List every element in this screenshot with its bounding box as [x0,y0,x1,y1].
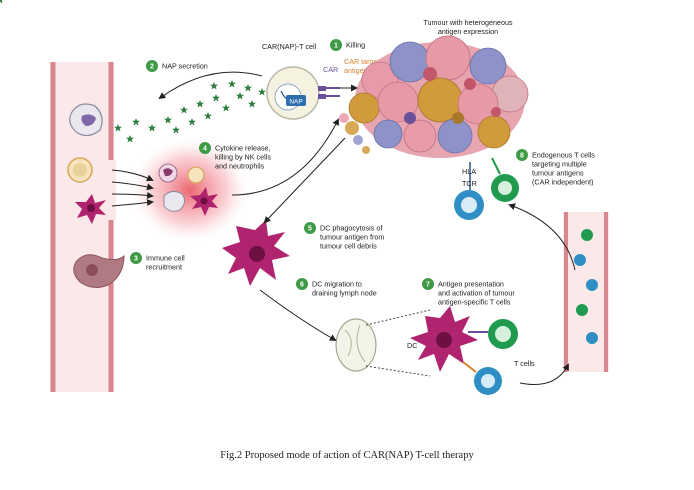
car-label: CAR [323,65,338,74]
lymph-node [335,318,377,372]
step-3-text-line: Immune cell [146,254,185,263]
nap-protein-stars [0,0,266,143]
vessel-dc-precursor-cell [75,194,106,224]
step-4: 4 Cytokine release,killing by NK cellsand… [199,142,271,171]
dc-label: DC [407,341,417,350]
t-cell-trafficking-arrow [508,203,576,271]
activated-t-cells [462,319,518,395]
step-3-text-line: recruitment [146,263,182,272]
step-1-badge [330,39,342,51]
recruitment-arrows [111,169,154,207]
step-5-number: 5 [308,226,312,233]
t-cell-exit-arrow [519,363,569,385]
tcr-label: TCR [462,179,477,188]
recruited-dc-cell [190,187,218,216]
step-7-number: 7 [426,282,430,289]
recruited-neutrophil [187,166,205,184]
tumour-mass [339,35,529,158]
t-cells-label: T cells [514,359,535,368]
step-2-text-line: NAP secretion [162,62,208,71]
step-4-text-line: and neutrophils [215,162,265,171]
step-7-text-line: Antigen presentation [438,280,504,289]
step-8-text-line: Endogenous T cells [532,151,595,160]
step-8-number: 8 [520,153,524,160]
lymph-node-zoom-lines [365,309,431,377]
car-nap-t-cell-label: CAR(NAP)-T cell [262,42,317,51]
step-5-text-line: DC phagocytosis of [320,224,382,233]
step-6-text-line: DC migration to [312,280,362,289]
cytokine-to-tumour-arrow [231,118,339,196]
step-5-text-line: tumour cell debris [320,242,377,251]
step-4-number: 4 [203,146,207,153]
inflammation-glow [128,135,252,245]
step-1-number: 1 [334,43,338,50]
antigen-uptake-arrow [263,137,346,224]
tumour-label-1: Tumour with heterogeneous [423,18,513,27]
dc-antigen-presentation [410,306,478,372]
car-nap-t-cell: NAP [266,66,340,120]
step-1: 1 Killing [330,39,365,51]
recruited-nk-cell [158,163,178,183]
car-target-antigen-label-1: CAR target [344,57,380,66]
step-8-text-line: targeting multiple [532,160,587,169]
step-8-badge [516,149,528,161]
figure-caption: Fig.2 Proposed mode of action of CAR(NAP… [220,450,474,461]
vessel-neutrophil-cell [67,157,93,183]
step-5-badge [304,222,316,234]
step-3-number: 3 [134,256,138,263]
step-2: 2 NAP secretion [146,60,208,72]
step-5-text-line: tumour antigen from [320,233,384,242]
step-6-text-line: draining lymph node [312,289,377,298]
car-target-antigen-label-2: antigen [344,66,368,75]
step-6-badge [296,278,308,290]
dendritic-cell-phagocytosis [222,220,290,286]
right-blood-vessel [563,212,609,372]
tumour-label-2: antigen expression [438,27,498,36]
step-7-text-line: antigen-specific T cells [438,298,511,307]
step-8-text-line: tumour antigens [532,169,584,178]
step-6-number: 6 [300,282,304,289]
step-7-badge [422,278,434,290]
dc-migration-arrow [259,289,337,341]
car-nap-mechanism-diagram: NAP CAR(NAP)-T cell CAR CAR target antig… [0,0,609,395]
nap-gene-label: NAP [289,99,302,106]
tumour-engaged-t-cells [454,157,519,220]
step-7-text-line: and activation of tumour [438,289,515,298]
step-annotations: 1 Killing 2 NAP secretion 3 Immune cellrecrui… [130,39,595,307]
step-4-text-line: Cytokine release, [215,144,271,153]
vessel-monocyte-cell [69,103,103,137]
recruited-macrophage [163,190,186,212]
hla-label: HLA [462,167,476,176]
step-8-text-line: (CAR independent) [532,178,594,187]
nap-secretion-arrow [158,71,263,100]
step-3-badge [130,252,142,264]
step-2-badge [146,60,158,72]
step-4-badge [199,142,211,154]
step-2-number: 2 [150,64,154,71]
step-1-text-line: Killing [346,41,365,50]
vessel-migrating-monocyte [73,254,125,288]
step-4-text-line: killing by NK cells [215,153,271,162]
